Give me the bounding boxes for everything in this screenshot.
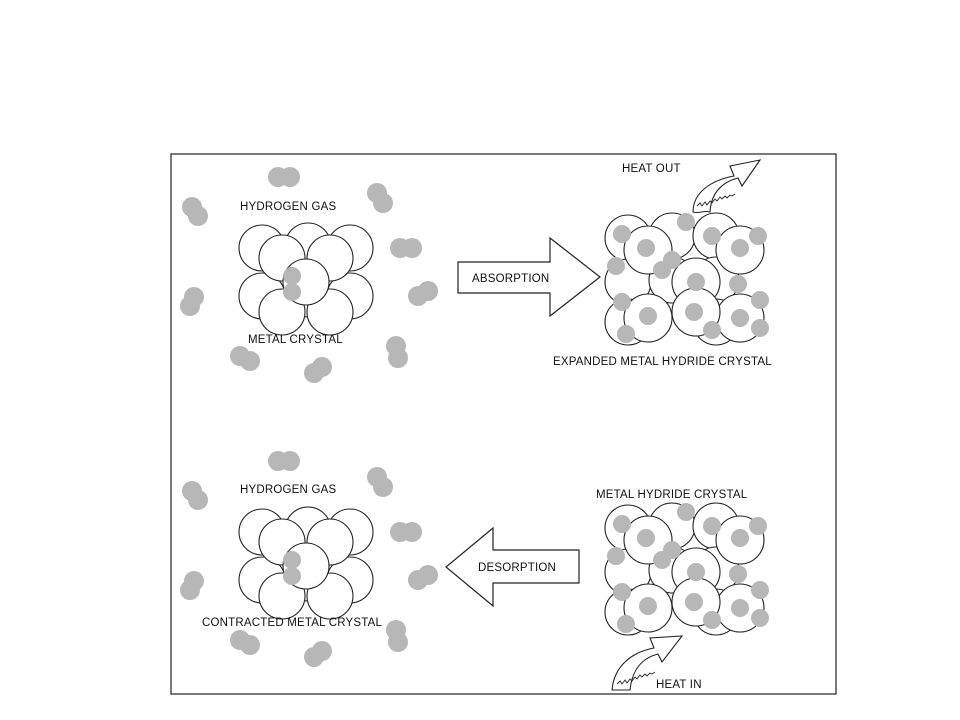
hydrogen-atom [637, 239, 655, 257]
hydrogen-atom [685, 303, 703, 321]
hydrogen-atom [188, 206, 208, 226]
hydrogen-atom [613, 293, 631, 311]
hydrogen-atom [703, 517, 721, 535]
hydrogen-atom [749, 517, 767, 535]
hydrogen-atom [729, 565, 747, 583]
hydrogen-atom [703, 227, 721, 245]
hydrogen-atom [687, 273, 705, 291]
hydrogen-atom [703, 321, 721, 339]
hydrogen-atom [731, 309, 749, 327]
hydrogen-atom [402, 238, 422, 258]
bottom-hydrogen-gas-label: HYDROGEN GAS [240, 484, 336, 496]
absorption-arrow [457, 236, 601, 318]
hydrogen-atom [617, 615, 635, 633]
hydrogen-atom [283, 551, 301, 569]
hydrogen-atom [639, 597, 657, 615]
hydrogen-atom [749, 227, 767, 245]
hydrogen-atom [280, 167, 300, 187]
hydrogen-atom [280, 451, 300, 471]
hydrogen-atom [283, 283, 301, 301]
hydrogen-atom [304, 363, 324, 383]
hydrogen-atom [607, 547, 625, 565]
contracted-metal-crystal-label: CONTRACTED METAL CRYSTAL [202, 617, 382, 629]
heat-out-zigzag-icon [696, 193, 736, 207]
heat-in-label: HEAT IN [656, 679, 702, 691]
contracted-metal-crystal [238, 506, 374, 620]
hydrogen-atom [418, 281, 438, 301]
hydrogen-atom [180, 296, 200, 316]
expanded-metal-hydride-crystal [604, 212, 769, 346]
absorption-label: ABSORPTION [472, 273, 549, 285]
hydrogen-atom [188, 490, 208, 510]
hydrogen-atom [751, 319, 769, 337]
hydrogen-atom [751, 581, 769, 599]
expanded-metal-hydride-crystal-label: EXPANDED METAL HYDRIDE CRYSTAL [553, 356, 772, 368]
hydrogen-atom [607, 257, 625, 275]
top-hydrogen-gas-label: HYDROGEN GAS [240, 201, 336, 213]
hydrogen-atom [418, 565, 438, 585]
hydrogen-atom [180, 580, 200, 600]
hydrogen-atom [663, 251, 681, 269]
bottom-hydrogen-molecules [180, 451, 438, 667]
hydrogen-atom [731, 529, 749, 547]
hydrogen-atom [685, 593, 703, 611]
hydrogen-atom [731, 599, 749, 617]
hydrogen-atom [677, 213, 695, 231]
desorption-label: DESORPTION [478, 562, 556, 574]
hydrogen-atom [703, 611, 721, 629]
hydrogen-atom [617, 325, 635, 343]
hydrogen-atom [637, 529, 655, 547]
hydrogen-atom [283, 567, 301, 585]
hydrogen-atom [613, 583, 631, 601]
desorption-arrow [445, 526, 580, 608]
hydrogen-atom [613, 515, 631, 533]
hydrogen-atom [304, 647, 324, 667]
top-hydrogen-molecules [180, 167, 438, 383]
hydrogen-atom [687, 563, 705, 581]
hydrogen-atom [373, 193, 393, 213]
hydrogen-atom [373, 477, 393, 497]
heat-out-label: HEAT OUT [622, 163, 681, 175]
metal-crystal [238, 222, 374, 336]
heat-in-arrow [611, 635, 684, 691]
hydrogen-atom [729, 275, 747, 293]
heat-out-arrow [692, 159, 762, 214]
metal-hydride-crystal-label: METAL HYDRIDE CRYSTAL [596, 489, 748, 501]
hydrogen-atom [388, 348, 408, 368]
hydrogen-atom [663, 541, 681, 559]
hydrogen-atom [639, 307, 657, 325]
hydrogen-atom [751, 291, 769, 309]
hydrogen-atom [240, 351, 260, 371]
hydrogen-atom [613, 225, 631, 243]
hydrogen-atom [283, 267, 301, 285]
hydrogen-atom [751, 609, 769, 627]
hydrogen-atom [731, 239, 749, 257]
hydrogen-atom [240, 635, 260, 655]
hydrogen-atom [677, 503, 695, 521]
metal-crystal-label: METAL CRYSTAL [248, 334, 343, 346]
hydrogen-atom [388, 632, 408, 652]
metal-hydride-crystal [604, 502, 769, 636]
heat-in-zigzag-icon [616, 671, 656, 685]
hydrogen-atom [402, 522, 422, 542]
